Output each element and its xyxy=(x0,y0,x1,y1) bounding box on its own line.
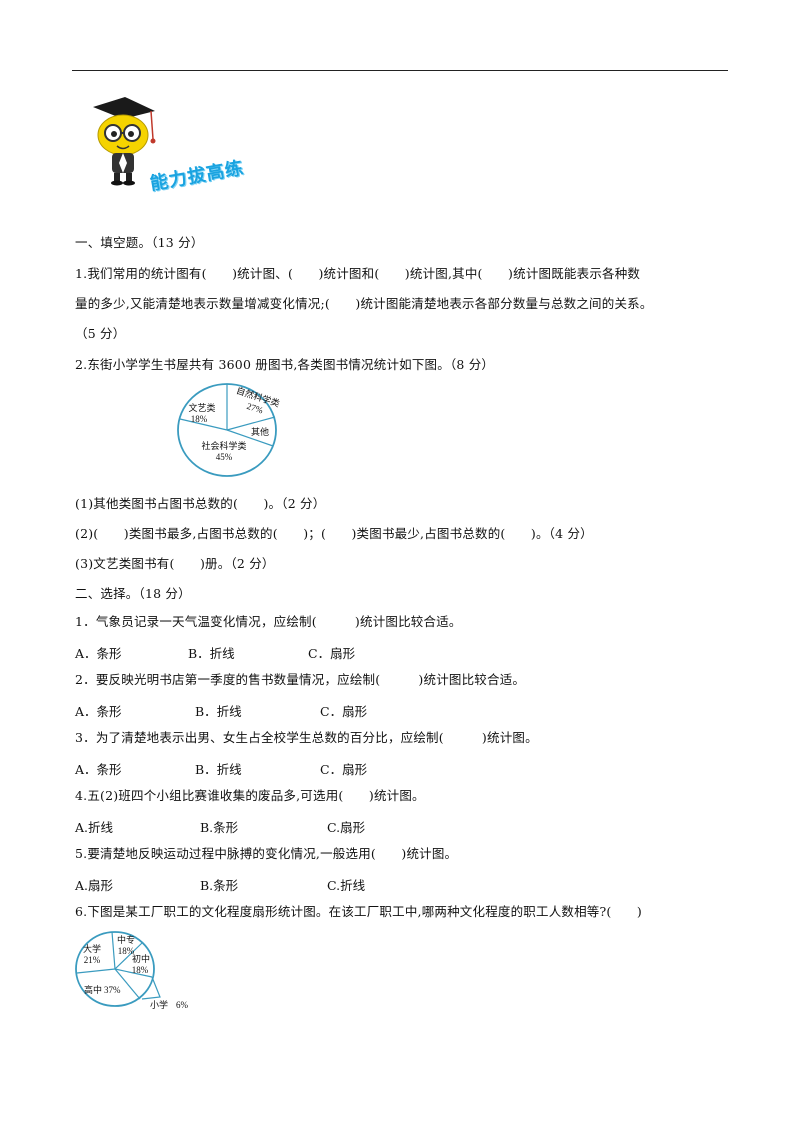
pie2-label-xiaoxue: 小学 xyxy=(150,999,168,1010)
q1-line1: 1.我们常用的统计图有( )统计图、( )统计图和( )统计图,其中( )统计图… xyxy=(75,266,641,281)
option-b: B.条形 xyxy=(200,878,239,893)
option-b: B．折线 xyxy=(195,704,242,719)
owl-mascot-icon xyxy=(93,97,156,186)
pie2-divider xyxy=(114,942,143,970)
pie2-pct-chuzhong: 18% xyxy=(132,965,149,975)
pie1-divider xyxy=(226,429,274,447)
pie1-label-social: 社会科学类 xyxy=(201,440,246,451)
education-pie-chart: 中专 18% 初中 18% 小学 6% 高中 37% 大学 21% xyxy=(75,931,189,1010)
option-c: C.折线 xyxy=(327,878,366,893)
pie2-divider xyxy=(114,968,153,978)
pie2-label-gaozhong: 高中 xyxy=(84,984,102,995)
pie1-pct-social: 45% xyxy=(216,452,233,462)
section2-heading: 二、选择。（18 分） xyxy=(75,586,191,601)
pie1-divider xyxy=(226,416,276,431)
option-b: B．折线 xyxy=(195,762,242,777)
pie2-pct-xiaoxue: 6% xyxy=(176,1000,189,1010)
pie2-pct-zhongzhuan: 18% xyxy=(118,946,135,956)
choice-q3-text: 3．为了清楚地表示出男、女生占全校学生总数的百分比，应绘制( )统计图。 xyxy=(75,730,538,745)
section1-heading: 一、填空题。（13 分） xyxy=(75,235,204,250)
option-b: B.条形 xyxy=(200,820,239,835)
option-a: A．条形 xyxy=(75,646,122,661)
pie2-label-zhongzhuan: 中专 xyxy=(117,934,135,945)
option-c: C．扇形 xyxy=(308,646,356,661)
pie2-label-chuzhong: 初中 xyxy=(132,953,150,964)
top-rule xyxy=(72,70,728,71)
option-b: B．折线 xyxy=(188,646,235,661)
pie1-divider xyxy=(179,418,228,431)
choice-q1-text: 1．气象员记录一天气温变化情况，应绘制( )统计图比较合适。 xyxy=(75,614,462,629)
q2-sub2: (2)( )类图书最多,占图书总数的( )；( )类图书最少,占图书总数的( )… xyxy=(75,526,593,541)
q1-line3: （5 分） xyxy=(75,326,126,341)
pie2-exploded-slice xyxy=(141,976,161,1000)
option-c: C．扇形 xyxy=(320,704,368,719)
q2-sub1: (1)其他类图书占图书总数的( )。（2 分） xyxy=(75,496,326,511)
choice-q5-text: 5.要清楚地反映运动过程中脉搏的变化情况,一般选用( )统计图。 xyxy=(75,846,458,861)
pie1-pct-natural: 27% xyxy=(246,401,265,416)
option-c: C.扇形 xyxy=(327,820,366,835)
pie2-divider xyxy=(76,968,116,974)
q2-sub3: (3)文艺类图书有( )册。（2 分） xyxy=(75,556,275,571)
choice-q2-text: 2．要反映光明书店第一季度的售书数量情况，应绘制( )统计图比较合适。 xyxy=(75,672,526,687)
option-a: A.扇形 xyxy=(75,878,114,893)
pie2-divider xyxy=(111,931,116,970)
option-a: A．条形 xyxy=(75,704,122,719)
pie1-label-arts: 文艺类 xyxy=(188,402,215,413)
pie2-pct-daxue: 21% xyxy=(84,955,101,965)
choice-q4-text: 4.五(2)班四个小组比赛谁收集的废品多,可选用( )统计图。 xyxy=(75,788,425,803)
pie1-label-other: 其他 xyxy=(251,426,269,437)
q1-line2: 量的多少,又能清楚地表示数量增减变化情况;( )统计图能清楚地表示各部分数量与总… xyxy=(75,296,653,311)
pie2-pct-gaozhong: 37% xyxy=(104,985,121,995)
pie2-label-daxue: 大学 xyxy=(83,943,101,954)
pie2-divider xyxy=(114,968,141,1000)
option-a: A.折线 xyxy=(75,820,114,835)
choice-q6-text: 6.下图是某工厂职工的文化程度扇形统计图。在该工厂职工中,哪两种文化程度的职工人… xyxy=(75,904,642,919)
book-pie-chart: 自然科学类 27% 其他 社会科学类 45% 文艺类 18% xyxy=(177,383,281,477)
q2-text: 2.东街小学学生书屋共有 3600 册图书,各类图书情况统计如下图。（8 分） xyxy=(75,357,495,372)
option-c: C．扇形 xyxy=(320,762,368,777)
pie1-pct-arts: 18% xyxy=(191,414,208,424)
option-a: A．条形 xyxy=(75,762,122,777)
